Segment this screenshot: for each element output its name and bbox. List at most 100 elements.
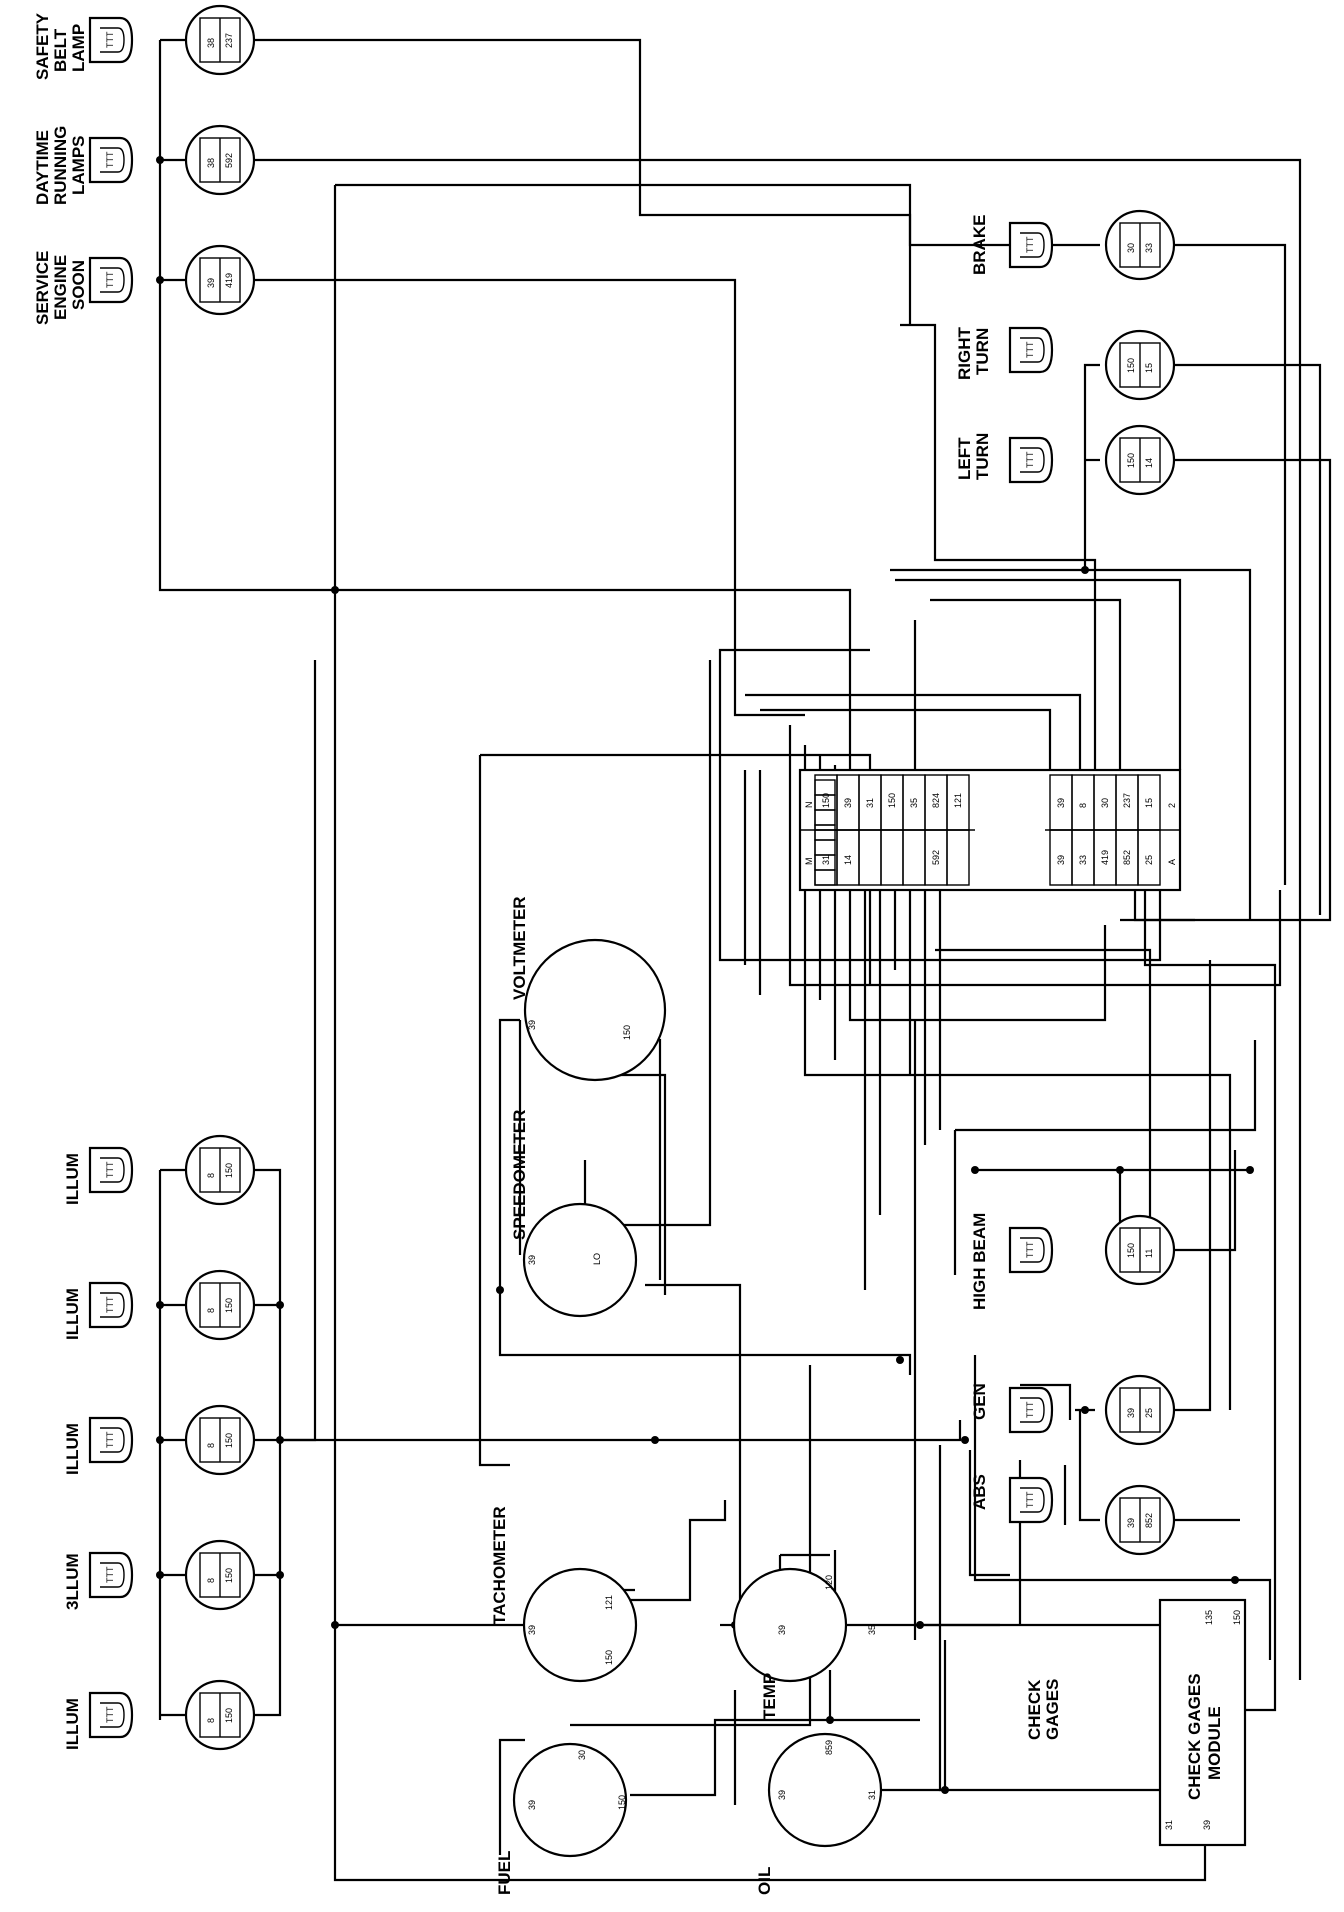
abs-pin-1: 39: [1126, 1518, 1136, 1528]
safety-belt-lamp-label-2: BELT: [51, 28, 70, 72]
junction-dots: [156, 156, 1254, 1794]
fuel-label: FUEL: [495, 1851, 514, 1895]
connector-a-3: 419: [1100, 850, 1110, 865]
connector-2-5: 15: [1144, 798, 1154, 808]
high-beam-pin-1: 150: [1126, 1243, 1136, 1258]
module-pin-2: 150: [1232, 1610, 1242, 1625]
bulb-mark: TTT: [105, 1296, 115, 1313]
illum-5-pin-2: 150: [224, 1708, 234, 1723]
temp-pin-1: 39: [777, 1625, 787, 1635]
bulb-mark: TTT: [1025, 341, 1035, 358]
bulb-mark: TTT: [105, 1431, 115, 1448]
speedometer-label: SPEEDOMETER: [510, 1110, 529, 1240]
bulb-mark: TTT: [1025, 451, 1035, 468]
left-turn-pin-1: 150: [1126, 453, 1136, 468]
gen-pin-1: 39: [1126, 1408, 1136, 1418]
lamp-brake: TTT 30 33: [1008, 209, 1176, 281]
right-turn-pin-2: 15: [1144, 363, 1154, 373]
connector-a-1: 39: [1056, 855, 1066, 865]
tachometer-pin-1: 39: [527, 1625, 537, 1635]
illum-5-pin-1: 8: [206, 1718, 216, 1723]
ses-label-3: SOON: [69, 260, 88, 310]
voltmeter-pin-2: 150: [622, 1025, 632, 1040]
tachometer-label: TACHOMETER: [490, 1506, 509, 1625]
connector-a-4: 852: [1122, 850, 1132, 865]
gen-label: GEN: [970, 1383, 989, 1420]
temp-label: TEMP: [760, 1673, 779, 1720]
bulb-mark: TTT: [105, 271, 115, 288]
drl-label-3: LAMPS: [69, 136, 88, 196]
illum-1-pin-1: 8: [206, 1173, 216, 1178]
connector-letter-A: A: [1167, 859, 1177, 865]
connector-n-7: 121: [953, 793, 963, 808]
oil-pin-1: 39: [777, 1790, 787, 1800]
connector-2-4: 237: [1122, 793, 1132, 808]
illum-label-3: ILLUM: [63, 1423, 82, 1475]
safety-belt-lamp-label-3: LAMP: [69, 24, 88, 72]
brake-pin-1: 30: [1126, 243, 1136, 253]
module-pin-4: 39: [1202, 1820, 1212, 1830]
safety-belt-pin-2: 237: [224, 33, 234, 48]
bulb-mark: TTT: [1025, 236, 1035, 253]
voltmeter-label: VOLTMETER: [510, 896, 529, 1000]
drl-label-1: DAYTIME: [33, 130, 52, 205]
illum-3-pin-2: 150: [224, 1433, 234, 1448]
right-turn-label-2: TURN: [973, 328, 992, 375]
bulb-mark: TTT: [105, 1566, 115, 1583]
gauge-temp: 39 120 35: [732, 1567, 877, 1683]
illum-label-1: ILLUM: [63, 1153, 82, 1205]
drl-label-2: RUNNING: [51, 126, 70, 205]
connector-2-1: 39: [1056, 798, 1066, 808]
abs-pin-2: 852: [1144, 1513, 1154, 1528]
bulb-mark: TTT: [1025, 1241, 1035, 1258]
gauge-voltmeter: 39 150: [523, 938, 667, 1082]
gauge-fuel: 39 30 150: [512, 1742, 628, 1858]
check-gages-module: 135 150 31 39 CHECK GAGES MODULE: [1158, 1598, 1247, 1847]
abs-label: ABS: [970, 1474, 989, 1510]
lamp-left-turn: TTT 150 14: [1008, 424, 1176, 496]
oil-pin-2: 859: [824, 1740, 834, 1755]
gen-pin-2: 25: [1144, 1408, 1154, 1418]
voltmeter-pin-1: 39: [527, 1020, 537, 1030]
bulb-mark: TTT: [105, 31, 115, 48]
connector-n-6: 824: [931, 793, 941, 808]
ses-pin-1: 39: [206, 278, 216, 288]
bulb-mark: TTT: [1025, 1491, 1035, 1508]
fuel-pin-2: 30: [577, 1750, 587, 1760]
connector-n-2: 39: [843, 798, 853, 808]
temp-pin-3: 35: [867, 1625, 877, 1635]
bulb-mark: TTT: [1025, 1401, 1035, 1418]
lamp-high-beam: TTT 150 11: [1008, 1214, 1176, 1286]
connector-letter-N: N: [804, 802, 814, 809]
bulb-mark: TTT: [105, 1161, 115, 1178]
high-beam-pin-2: 11: [1144, 1249, 1154, 1258]
connector-n-4: 150: [887, 793, 897, 808]
ses-label-1: SERVICE: [33, 251, 52, 325]
module-pin-3: 31: [1164, 1820, 1174, 1830]
tachometer-pin-2: 121: [604, 1595, 614, 1610]
connector-2-2: 8: [1078, 803, 1088, 808]
brake-pin-2: 33: [1144, 243, 1154, 253]
check-gages-module-label: CHECK GAGES: [1185, 1673, 1204, 1800]
connector-n-5: 35: [909, 798, 919, 808]
check-gages-label-1: CHECK: [1025, 1679, 1044, 1740]
connector-2-3: 30: [1100, 798, 1110, 808]
illum-4-pin-1: 8: [206, 1578, 216, 1583]
illum-2-pin-2: 150: [224, 1298, 234, 1313]
oil-label: OIL: [755, 1867, 774, 1895]
drl-pin-1: 38: [206, 158, 216, 168]
drl-pin-2: 592: [224, 153, 234, 168]
left-turn-pin-2: 14: [1144, 458, 1154, 468]
connector-letter-M: M: [804, 858, 814, 866]
speedometer-pin-1: 39: [527, 1255, 537, 1265]
module-pin-1: 135: [1204, 1610, 1214, 1625]
check-gages-module-label-2: MODULE: [1205, 1706, 1224, 1780]
